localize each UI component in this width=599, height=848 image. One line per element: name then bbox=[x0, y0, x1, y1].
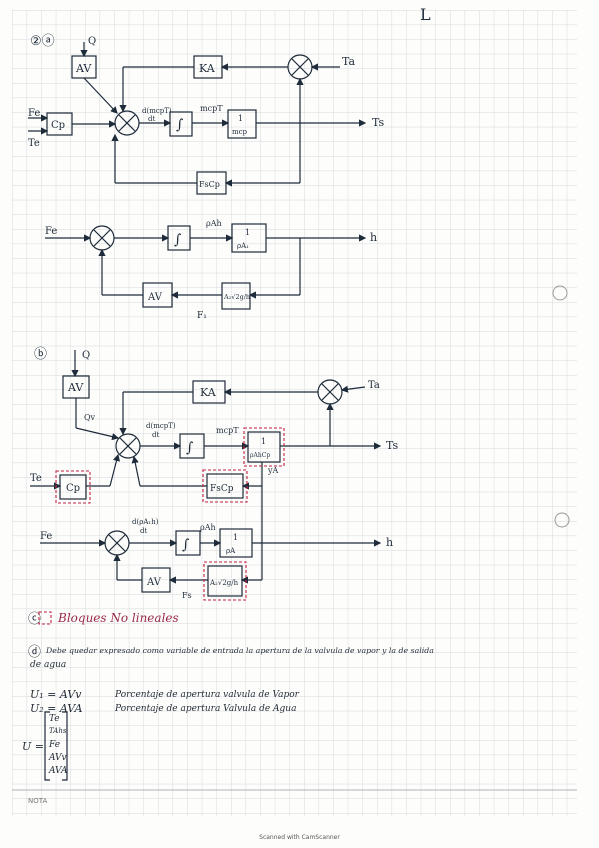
b-dt2: dt bbox=[140, 527, 147, 535]
grid-paper bbox=[12, 10, 577, 816]
a-integrator-block bbox=[169, 111, 193, 137]
b-integral-2: ∫ bbox=[182, 537, 189, 553]
d-text-1: Debe quedar expresado como variable de e… bbox=[46, 646, 434, 655]
a-level-inv-den: ρA₁ bbox=[237, 242, 249, 250]
a-inv-mcp-block bbox=[227, 109, 257, 139]
a-level-fe: Fe bbox=[45, 226, 57, 237]
a-integral-sign: ∫ bbox=[176, 117, 183, 133]
b-qv: Qv bbox=[84, 413, 96, 422]
b-inv-top-block bbox=[247, 431, 281, 463]
corner-mark: L bbox=[420, 5, 431, 24]
b-inv-bot-num: 1 bbox=[233, 533, 238, 542]
u1-desc: Porcentaje de apertura valvula de Vapor bbox=[115, 690, 299, 700]
b-inv-top-num: 1 bbox=[261, 437, 266, 446]
u-bracket-left bbox=[44, 711, 50, 781]
b-rhoah: ρAh bbox=[200, 523, 216, 532]
u-vector-3: AVv bbox=[49, 753, 67, 763]
c-text: Bloques No lineales bbox=[58, 611, 179, 625]
a-level-av-text: AV bbox=[147, 292, 163, 303]
b-level-fe: Fe bbox=[40, 531, 52, 542]
u2-eq: U₂ = AVA bbox=[30, 702, 83, 715]
b-integral-1: ∫ bbox=[186, 440, 193, 456]
a-level-rhoah: ρAh bbox=[206, 219, 222, 228]
nl-highlight-cp bbox=[55, 470, 91, 504]
d-text-2: de agua bbox=[30, 660, 67, 670]
punch-hole bbox=[554, 512, 570, 528]
a-cp-text: Cp bbox=[51, 120, 65, 131]
b-cp-text: Cp bbox=[66, 483, 80, 494]
nl-legend-box bbox=[38, 611, 52, 625]
footer-nota: NOTA bbox=[28, 797, 48, 805]
b-fscp-text: FsCp bbox=[210, 484, 234, 494]
b-level-a2-block bbox=[207, 565, 243, 597]
b-av-bottom-text: AV bbox=[146, 577, 162, 588]
a-level-a2-block bbox=[221, 282, 251, 310]
u-vector-1: TAhs bbox=[49, 727, 67, 735]
a-level-integral: ∫ bbox=[174, 232, 181, 248]
d-label: ⓓ bbox=[28, 645, 42, 660]
u-vector-4: AVA bbox=[49, 766, 68, 776]
u-bracket-right bbox=[62, 711, 68, 781]
a-dmcpt: d(mcpT) bbox=[142, 107, 172, 115]
b-ya: yA bbox=[267, 466, 279, 475]
b-inv-top-den: ρAhCp bbox=[250, 452, 270, 459]
c-label: ⓒ bbox=[28, 612, 42, 627]
b-fs: Fs bbox=[182, 591, 192, 600]
u2-desc: Porcentaje de apertura Valvula de Agua bbox=[115, 704, 297, 714]
a-inv-den: mcp bbox=[232, 128, 248, 136]
b-input-ta: Ta bbox=[368, 380, 380, 391]
section-b-label: ⓑ bbox=[34, 347, 47, 362]
punch-hole bbox=[552, 285, 568, 301]
b-mcpt: mcpT bbox=[216, 426, 239, 435]
a-output-ts: Ts bbox=[372, 116, 385, 129]
nl-highlight-fscp bbox=[202, 469, 248, 503]
a-input-te: Te bbox=[28, 138, 40, 149]
b-input-te: Te bbox=[30, 473, 42, 484]
u1-eq: U₁ = AVv bbox=[30, 688, 82, 701]
b-dmcpt: d(mcpT) bbox=[146, 422, 176, 430]
a-ka-text: KA bbox=[199, 62, 216, 75]
b-inv-bot-den: ρA bbox=[226, 547, 236, 555]
a-dt: dt bbox=[148, 115, 155, 123]
b-av-text: AV bbox=[67, 381, 84, 394]
u-label: U = bbox=[22, 740, 44, 753]
section-a-label: ②ⓐ bbox=[30, 34, 55, 49]
a-inv-num: 1 bbox=[238, 114, 243, 123]
b-ka-text: KA bbox=[200, 386, 217, 399]
b-a2-text: A₂√2g/h bbox=[209, 579, 239, 587]
a-level-inv-num: 1 bbox=[245, 228, 250, 237]
b-drhoah: d(ρA₁h) bbox=[132, 518, 159, 526]
a-input-ta: Ta bbox=[342, 55, 355, 68]
a-level-f1: F₁ bbox=[197, 311, 207, 321]
scan-caption: Scanned with CamScanner bbox=[259, 834, 340, 841]
nl-highlight-a2 bbox=[203, 561, 247, 601]
a-level-output-h: h bbox=[370, 231, 377, 244]
b-cp-block bbox=[59, 474, 87, 500]
b-input-q: Q bbox=[82, 350, 90, 361]
a-level-a2-text: A₂√2g/h bbox=[223, 293, 250, 301]
a-av-text: AV bbox=[75, 62, 92, 75]
b-dt: dt bbox=[152, 431, 159, 439]
u-vector-2: Fe bbox=[49, 740, 61, 750]
b-output-h: h bbox=[386, 536, 393, 549]
a-input-fe: Fe bbox=[28, 108, 40, 119]
u-vector-0: Te bbox=[49, 714, 60, 724]
a-input-q: Q bbox=[88, 36, 96, 47]
a-fscp-text: FsCp bbox=[199, 180, 220, 189]
a-mcpt: mcpT bbox=[200, 104, 223, 113]
b-output-ts: Ts bbox=[386, 439, 399, 452]
nl-highlight-inv bbox=[243, 427, 285, 467]
